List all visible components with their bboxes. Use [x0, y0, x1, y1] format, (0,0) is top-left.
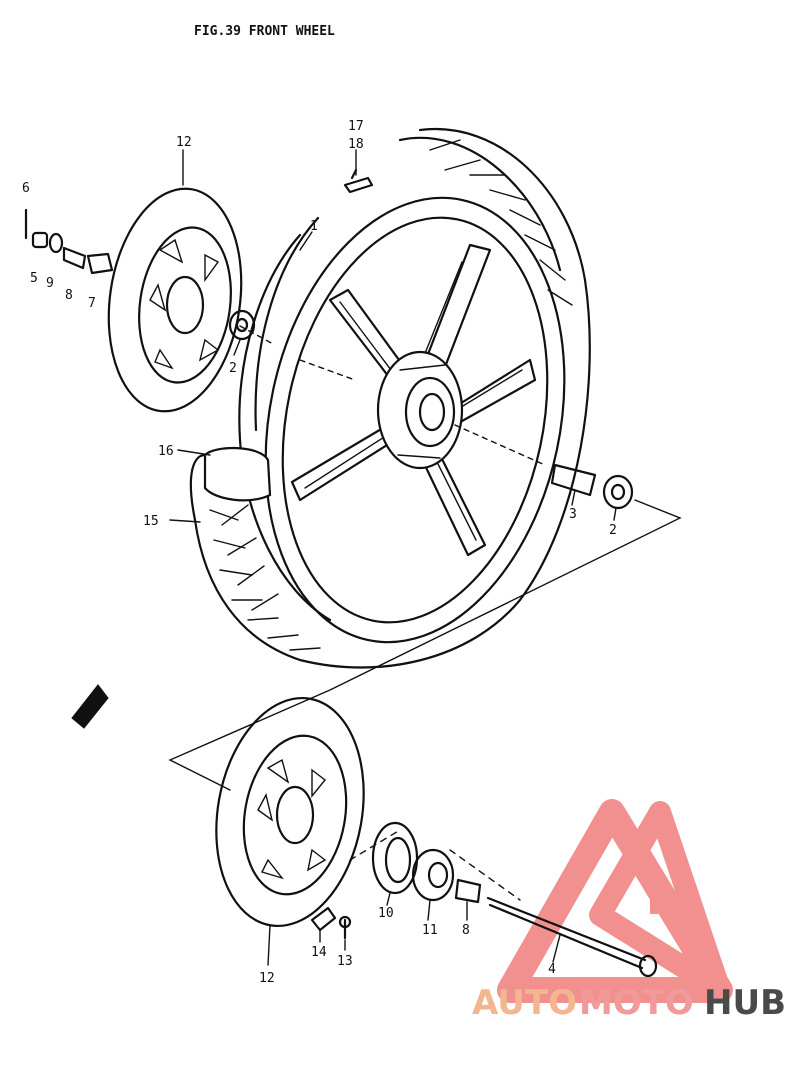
leader-lines — [169, 149, 617, 966]
callout-17: 17 — [348, 119, 364, 134]
callout-2: 2 — [229, 361, 237, 376]
watermark-text: AUTO MOTO HUB — [472, 983, 786, 1023]
watermark-logo-icon — [497, 799, 733, 1003]
watermark-moto: MOTO — [579, 983, 694, 1023]
callout-12: 12 — [176, 135, 192, 150]
callout-14: 14 — [311, 945, 327, 960]
brake-disc-upper — [107, 187, 243, 413]
callout-11: 11 — [422, 923, 438, 938]
front-axle — [486, 896, 658, 978]
forward-arrow-icon — [71, 684, 109, 729]
valve — [343, 168, 374, 194]
spacer-upper — [228, 309, 256, 341]
watermark-auto: AUTO — [472, 983, 577, 1023]
brake-disc-lower — [215, 696, 365, 928]
right-axle-parts — [550, 463, 634, 510]
callout-10: 10 — [378, 906, 394, 921]
callout-2b: 2 — [609, 523, 617, 538]
callout-5: 5 — [30, 271, 38, 286]
rim — [238, 196, 566, 644]
callout-15: 15 — [143, 514, 159, 529]
collar — [454, 878, 482, 904]
callout-labels: 6 5 9 8 7 12 2 1 17 18 16 15 3 2 10 11 8… — [22, 119, 617, 986]
left-axle-parts — [24, 208, 114, 275]
callout-1: 1 — [310, 219, 318, 234]
callout-8b: 8 — [462, 923, 470, 938]
callout-18: 18 — [348, 137, 364, 152]
rim-band — [203, 446, 272, 502]
wheel-hub — [376, 350, 464, 470]
callout-12b: 12 — [259, 971, 275, 986]
callout-9: 9 — [46, 276, 54, 291]
callout-13: 13 — [337, 954, 353, 969]
callout-3: 3 — [569, 507, 577, 522]
figure-title: FIG.39 FRONT WHEEL — [194, 24, 335, 39]
callout-16: 16 — [158, 444, 174, 459]
callout-6: 6 — [22, 181, 30, 196]
callout-7: 7 — [88, 296, 96, 311]
callout-8: 8 — [65, 288, 73, 303]
callout-4: 4 — [548, 962, 556, 977]
speedometer-gearbox — [411, 848, 455, 902]
lock-washer-and-bolt — [310, 906, 352, 940]
wheel-spokes — [290, 243, 537, 557]
watermark-hub: HUB — [704, 983, 786, 1023]
